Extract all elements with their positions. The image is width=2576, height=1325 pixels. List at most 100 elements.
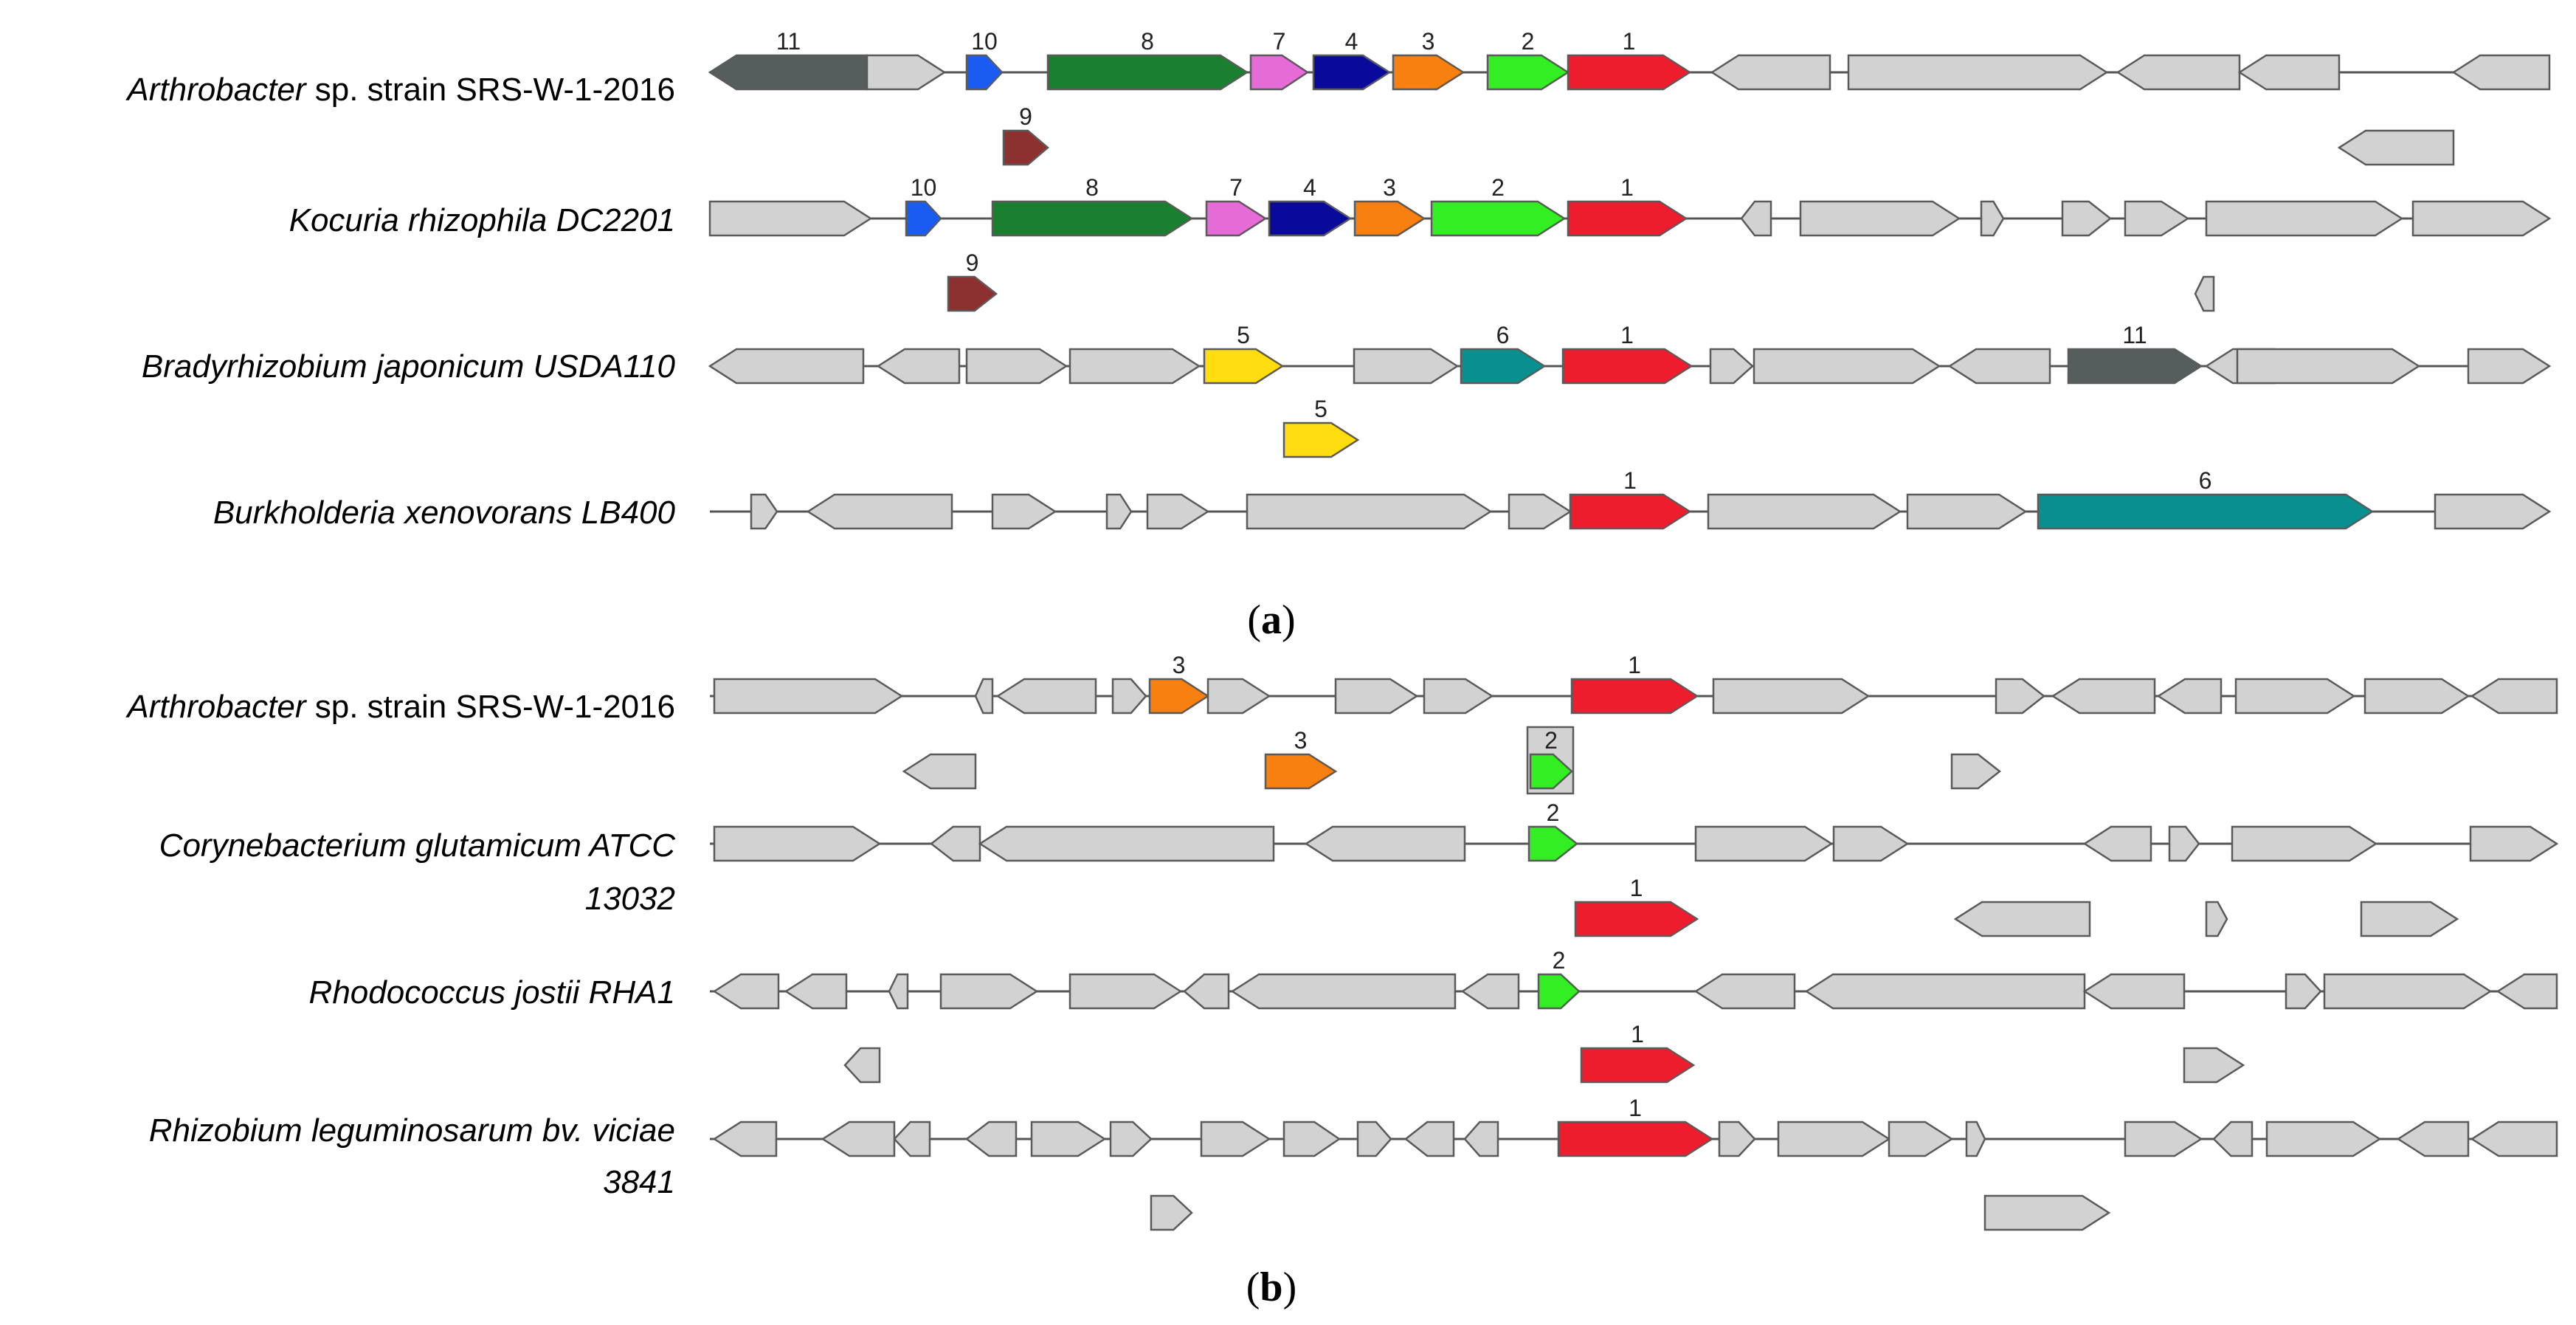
gene-arrow-other xyxy=(2396,1121,2470,1157)
gene-arrow-other xyxy=(929,825,981,862)
gene-arrow-other xyxy=(784,973,848,1010)
gene-arrow-other xyxy=(1995,678,2046,715)
gene-arrow-other xyxy=(893,1121,931,1157)
gene-arrow-other xyxy=(1282,1121,1341,1157)
gene-arrow-other xyxy=(1709,348,1754,385)
gene-1-arrow xyxy=(1557,1121,1714,1157)
gene-1-label: 1 xyxy=(1620,174,1634,201)
gene-arrow-other xyxy=(1246,493,1493,530)
gene-arrow-other xyxy=(1150,1194,1193,1231)
gene-arrow-other xyxy=(2234,678,2356,715)
gene-arrow-other xyxy=(712,973,780,1010)
track-label-b2: Corynebacterium glutamicum ATCC xyxy=(159,827,677,864)
gene-8-label: 8 xyxy=(1085,174,1099,201)
gene-arrow-other xyxy=(2237,54,2341,91)
track-label-a4: Burkholderia xenovorans LB400 xyxy=(213,495,676,531)
gene-arrow-other xyxy=(2496,973,2558,1010)
gene-arrow-other xyxy=(974,678,994,715)
gene-arrow-other xyxy=(1304,825,1466,862)
gene-arrow-other xyxy=(1906,493,2028,530)
gene-11-label: 11 xyxy=(2122,322,2147,348)
gene-arrow-other xyxy=(1965,1121,1986,1157)
gene-1-label: 1 xyxy=(1631,1021,1644,1047)
gene-arrow-other xyxy=(1718,1121,1756,1157)
gene-9-label: 9 xyxy=(966,249,979,276)
gene-arrow-other xyxy=(939,973,1039,1010)
gene-5-arrow xyxy=(1203,348,1285,385)
gene-arrow-other xyxy=(2323,973,2493,1010)
track-label-a1: Arthrobacter sp. strain SRS-W-1-2016 xyxy=(125,72,675,108)
gene-1-arrow xyxy=(1561,348,1693,385)
track-label-a3: Bradyrhizobium japonicum USDA110 xyxy=(142,348,676,385)
track-label-b1: Arthrobacter sp. strain SRS-W-1-2016 xyxy=(125,689,675,725)
gene-2-arrow xyxy=(1537,973,1581,1010)
gene-10-arrow xyxy=(965,54,1004,91)
gene-arrow-other xyxy=(2124,1121,2203,1157)
gene-arrow-other xyxy=(2156,678,2223,715)
gene-3-label: 3 xyxy=(1422,28,1435,55)
gene-arrow-other xyxy=(1753,348,1941,385)
gene-arrow-other xyxy=(2194,275,2215,312)
gene-arrow-other xyxy=(2469,825,2559,862)
gene-arrow-other xyxy=(1693,973,1796,1010)
gene-arrow-other xyxy=(2411,200,2552,237)
gene-arrow-other xyxy=(843,1047,881,1084)
gene-7-arrow xyxy=(1205,200,1268,237)
gene-2-arrow xyxy=(1430,200,1567,237)
track-label-b3: Rhodococcus jostii RHA1 xyxy=(309,974,675,1011)
gene-arrow-other xyxy=(2116,54,2241,91)
gene-arrow-other xyxy=(1230,973,1457,1010)
gene-1-arrow xyxy=(1574,901,1699,937)
gene-arrow-other xyxy=(712,1121,778,1157)
gene-arrow-other xyxy=(1068,348,1201,385)
gene-arrow-other xyxy=(806,493,953,530)
gene-arrow-other xyxy=(888,973,909,1010)
gene-arrow-other xyxy=(1463,1121,1499,1157)
gene-arrow-other xyxy=(2337,129,2455,166)
gene-5-label: 5 xyxy=(1314,396,1327,422)
gene-arrow-other xyxy=(1460,973,1520,1010)
gene-arrow-other xyxy=(2061,200,2113,237)
gene-arrow-other xyxy=(1146,493,1210,530)
gene-arrow-other xyxy=(1109,1121,1153,1157)
gene-4-label: 4 xyxy=(1345,28,1358,55)
gene-arrow-other xyxy=(2434,493,2552,530)
gene-6-label: 6 xyxy=(1496,322,1510,348)
gene-1-arrow xyxy=(1580,1047,1696,1084)
gene-arrow-other xyxy=(821,1121,896,1157)
track-label-b4: Rhizobium leguminosarum bv. viciae xyxy=(149,1112,675,1149)
gene-2-arrow xyxy=(1486,54,1570,91)
gene-arrow-other xyxy=(1707,493,1902,530)
gene-9-label: 9 xyxy=(1019,103,1032,130)
gene-arrow-other xyxy=(713,678,904,715)
gene-2-arrow xyxy=(1527,825,1579,862)
gene-arrow-other xyxy=(2285,973,2322,1010)
gene-arrow-other xyxy=(2082,973,2186,1010)
gene-arrow-other xyxy=(1950,753,2002,790)
gene-arrow-other xyxy=(1980,200,2005,237)
gene-arrow-other xyxy=(2082,825,2152,862)
gene-2-label: 2 xyxy=(1522,28,1535,55)
gene-arrow-other xyxy=(1206,678,1271,715)
gene-8-arrow xyxy=(1046,54,1249,91)
gene-5-arrow xyxy=(1282,421,1360,458)
gene-3-arrow xyxy=(1353,200,1426,237)
gene-4-arrow xyxy=(1268,200,1353,237)
gene-arrow-other xyxy=(2265,1121,2382,1157)
gene-2-arrow xyxy=(1529,753,1573,790)
gene-1-label: 1 xyxy=(1629,1095,1642,1121)
gene-arrow-other xyxy=(713,825,882,862)
gene-2-label: 2 xyxy=(1553,947,1566,974)
gene-1-arrow xyxy=(1569,493,1692,530)
gene-arrow-other xyxy=(866,54,947,91)
gene-arrow-other xyxy=(750,493,778,530)
gene-arrow-other xyxy=(1111,678,1147,715)
gene-arrow-other xyxy=(1947,348,2051,385)
gene-9-arrow xyxy=(1002,129,1049,166)
gene-1-arrow xyxy=(1567,54,1692,91)
gene-arrow-other xyxy=(2124,200,2190,237)
gene-7-label: 7 xyxy=(1273,28,1286,55)
track-label-b4-line2: 3841 xyxy=(603,1164,675,1200)
gene-arrow-other xyxy=(2183,1047,2245,1084)
gene-1-label: 1 xyxy=(1623,467,1637,494)
